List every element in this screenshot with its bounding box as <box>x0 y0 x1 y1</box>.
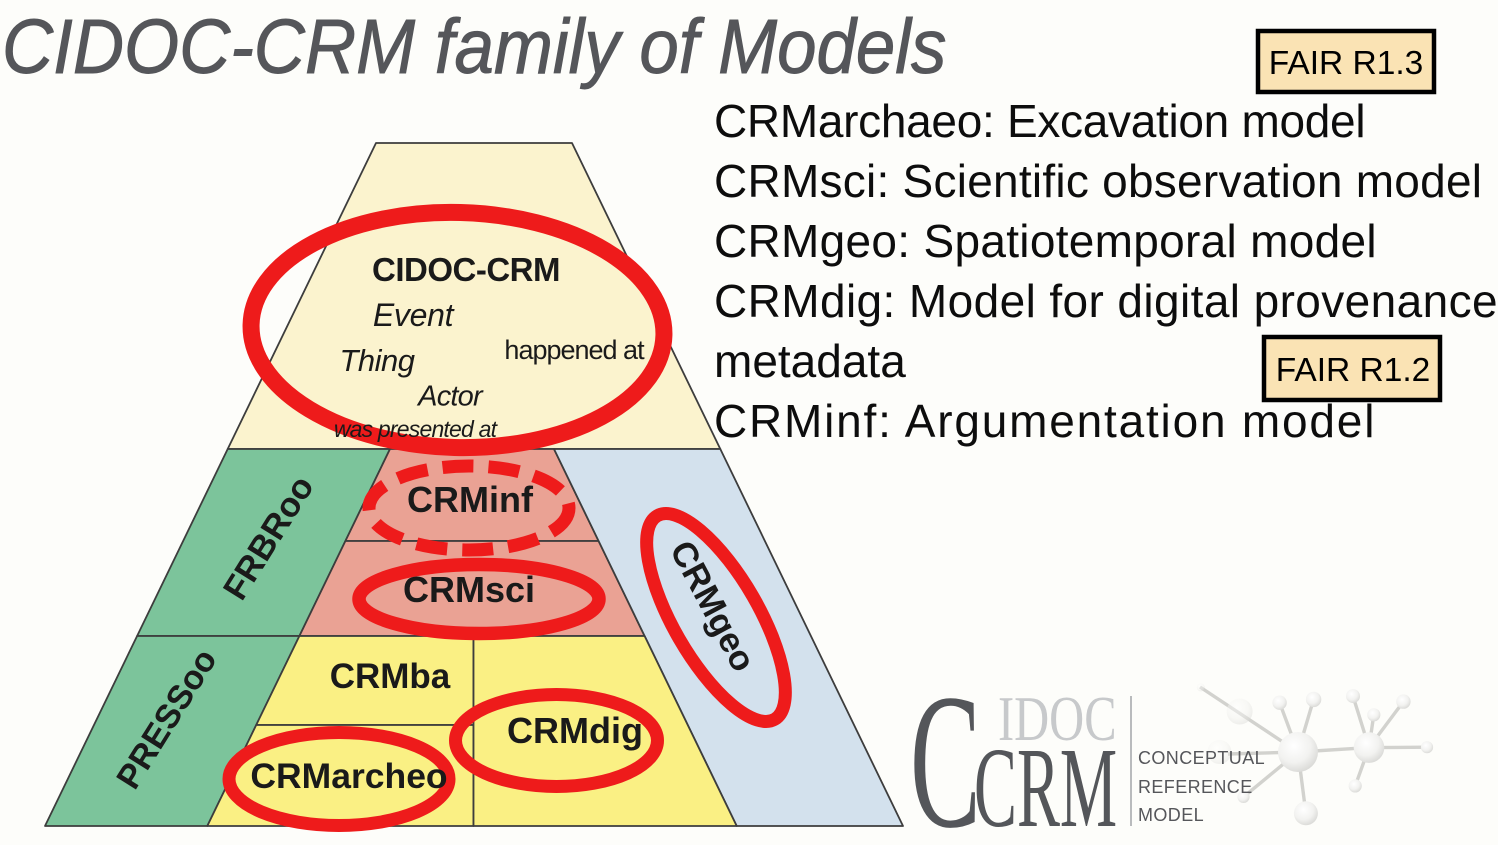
svg-text:CRMsci: Scientific observation: CRMsci: Scientific observation model <box>714 155 1482 207</box>
svg-text:CONCEPTUAL: CONCEPTUAL <box>1138 748 1265 768</box>
svg-text:REFERENCE: REFERENCE <box>1138 777 1253 797</box>
svg-text:metadata: metadata <box>714 335 906 387</box>
svg-text:CRMarcheo: CRMarcheo <box>250 756 447 796</box>
svg-text:Event: Event <box>373 297 455 333</box>
svg-text:CIDOC-CRM family of Models: CIDOC-CRM family of Models <box>2 3 946 89</box>
svg-text:CRMinf: CRMinf <box>407 479 534 520</box>
svg-text:Thing: Thing <box>339 343 414 378</box>
svg-text:happened at: happened at <box>504 335 645 365</box>
svg-text:CRMdig: Model for digital prov: CRMdig: Model for digital provenance <box>714 275 1498 327</box>
svg-text:CIDOC-CRM: CIDOC-CRM <box>372 251 560 288</box>
svg-text:FAIR R1.3: FAIR R1.3 <box>1269 45 1424 82</box>
svg-text:FAIR R1.2: FAIR R1.2 <box>1276 352 1431 389</box>
svg-text:CRMba: CRMba <box>330 657 451 696</box>
svg-text:C: C <box>910 654 981 845</box>
svg-text:CRMdig: CRMdig <box>507 710 643 751</box>
svg-text:was presented at: was presented at <box>334 416 499 442</box>
svg-text:MODEL: MODEL <box>1138 805 1204 825</box>
svg-text:CRMsci: CRMsci <box>403 569 535 610</box>
svg-text:Actor: Actor <box>416 381 484 413</box>
svg-text:IDOC: IDOC <box>998 685 1117 754</box>
svg-text:CRMarchaeo: Excavation model: CRMarchaeo: Excavation model <box>714 95 1365 147</box>
svg-text:CRMgeo: Spatiotemporal model: CRMgeo: Spatiotemporal model <box>714 215 1377 267</box>
svg-text:CRM: CRM <box>974 725 1117 845</box>
svg-text:CRMinf: Argumentation model: CRMinf: Argumentation model <box>714 395 1376 447</box>
